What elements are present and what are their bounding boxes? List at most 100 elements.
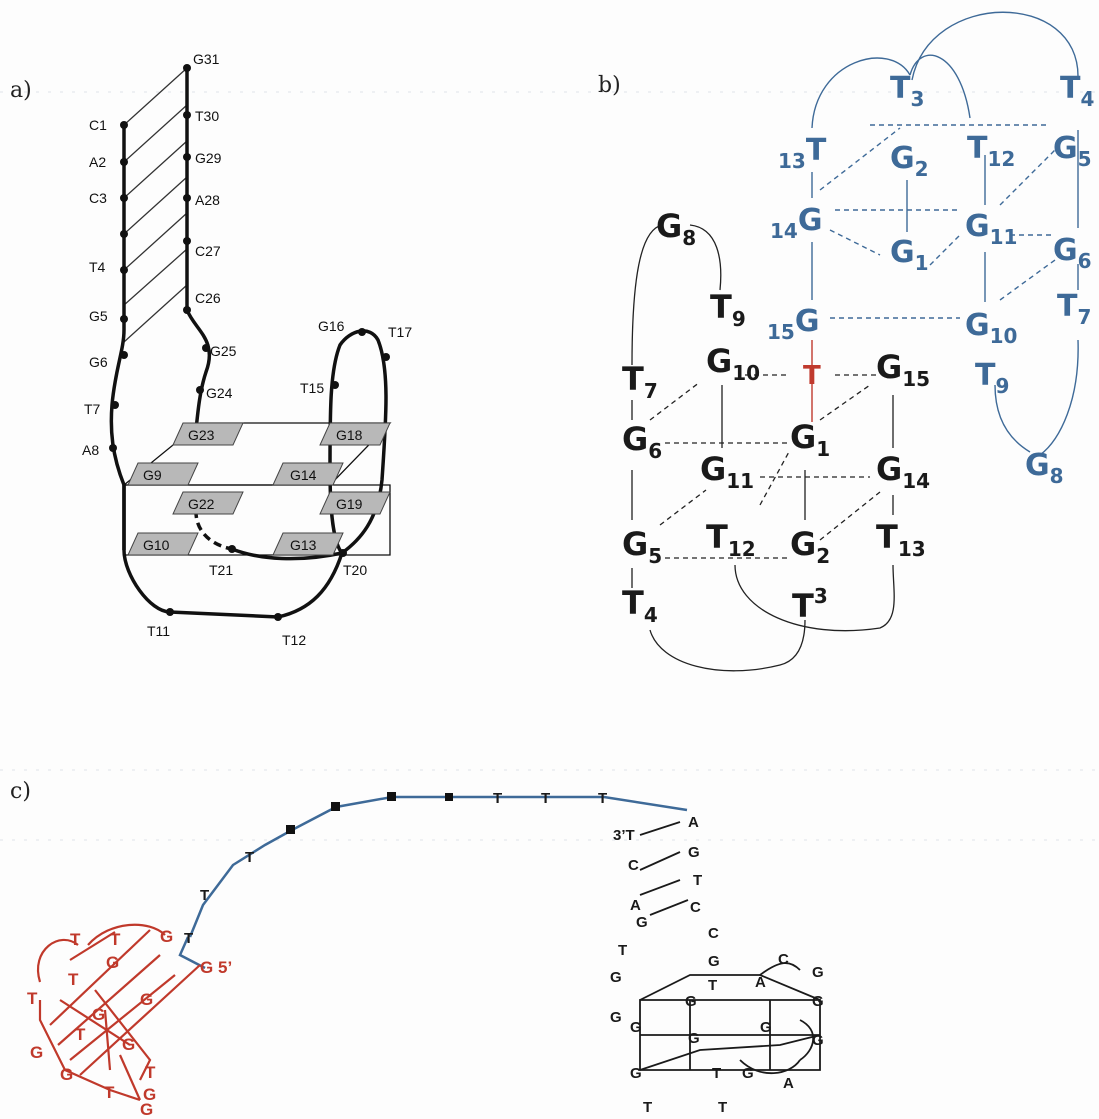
red-base: T bbox=[27, 989, 38, 1008]
three-prime-label: 3’T bbox=[613, 827, 635, 844]
node-T7: T7 bbox=[1057, 289, 1091, 329]
linker-T: T bbox=[184, 930, 193, 947]
nucleotide-label: G6 bbox=[89, 354, 108, 370]
black-base: G bbox=[688, 1030, 700, 1047]
node-G5: G5 bbox=[1053, 131, 1092, 171]
nucleotide-label: G25 bbox=[210, 343, 237, 359]
node-G1: G1 bbox=[790, 418, 830, 461]
red-base: G bbox=[122, 1035, 135, 1054]
panel-a-labels: C1 A2 C3 T4 G5 G6 T7 A8 G31 T30 G29 A28 … bbox=[82, 51, 412, 648]
nucleotide-label: G31 bbox=[193, 51, 220, 67]
black-base: C bbox=[708, 925, 719, 942]
black-base: G bbox=[636, 914, 648, 931]
nucleotide-label: T17 bbox=[388, 324, 412, 340]
black-base: T bbox=[618, 942, 627, 959]
node-G6: G6 bbox=[622, 420, 662, 463]
black-base: G bbox=[742, 1065, 754, 1082]
node-G8: G8 bbox=[656, 207, 696, 250]
red-base: G bbox=[92, 1005, 105, 1024]
panel-b-label: b) bbox=[598, 73, 621, 98]
linker-T: T bbox=[541, 790, 550, 807]
black-base: G bbox=[688, 844, 700, 861]
panel-a-duplex-hatch bbox=[123, 67, 188, 343]
nucleotide-label: C27 bbox=[195, 243, 221, 259]
node-T3: T3 bbox=[792, 584, 828, 625]
nucleotide-label: T12 bbox=[282, 632, 306, 648]
red-base: T bbox=[68, 970, 79, 989]
nucleotide-label: C26 bbox=[195, 290, 221, 306]
tetrad-label: G9 bbox=[143, 467, 162, 483]
black-base: T bbox=[643, 1099, 652, 1116]
node-G8: G8 bbox=[1025, 448, 1064, 488]
black-base: G bbox=[812, 993, 824, 1010]
nucleotide-label: A2 bbox=[89, 154, 106, 170]
node-T7: T7 bbox=[622, 360, 658, 403]
panel-b-black-labels: G8 T9 T7 G10 G15 G6 G1 G11 G14 G5 T12 G2… bbox=[622, 207, 930, 627]
panel-c-linker-letters: T T T T T T bbox=[184, 790, 607, 947]
node-G14: G14 bbox=[876, 450, 930, 493]
black-base: A bbox=[630, 897, 641, 914]
black-base: G bbox=[630, 1065, 642, 1082]
red-base: T bbox=[110, 930, 121, 949]
red-base: T bbox=[145, 1063, 156, 1082]
red-base: G bbox=[30, 1043, 43, 1062]
nucleotide-label: G29 bbox=[195, 150, 222, 166]
black-base: G bbox=[812, 1032, 824, 1049]
tetrad-label: G13 bbox=[290, 537, 317, 553]
panel-c-black-structure bbox=[639, 821, 821, 1075]
tetrad-label: G22 bbox=[188, 496, 215, 512]
red-base: G bbox=[106, 953, 119, 972]
linker-T: T bbox=[245, 849, 254, 866]
red-base: G bbox=[143, 1085, 156, 1104]
node-G2: G2 bbox=[790, 525, 830, 568]
nucleotide-label: C3 bbox=[89, 190, 107, 206]
node-T4: T4 bbox=[1060, 71, 1094, 111]
black-base: A bbox=[783, 1075, 794, 1092]
panel-b: b) bbox=[598, 11, 1094, 672]
black-base: T bbox=[708, 977, 717, 994]
node-G2: G2 bbox=[890, 141, 929, 181]
node-G11: G11 bbox=[700, 450, 754, 493]
black-base: G bbox=[760, 1019, 772, 1036]
panel-c: c) T T T T T T bbox=[10, 779, 824, 1119]
black-base: T bbox=[718, 1099, 727, 1116]
red-base: G bbox=[140, 990, 153, 1009]
node-T12: T12 bbox=[967, 131, 1015, 171]
node-T12: T12 bbox=[706, 518, 756, 561]
nucleotide-label: T30 bbox=[195, 108, 219, 124]
red-base: T bbox=[104, 1083, 115, 1102]
panel-c-linker bbox=[178, 795, 688, 970]
black-base: A bbox=[688, 814, 699, 831]
red-base: G bbox=[140, 1100, 153, 1119]
nucleotide-label: T15 bbox=[300, 380, 324, 396]
five-prime-label: 5’ bbox=[218, 958, 232, 977]
red-base: T bbox=[70, 930, 81, 949]
red-linker-T: T bbox=[803, 361, 821, 391]
nucleotide-label: A28 bbox=[195, 192, 220, 208]
linker-T: T bbox=[493, 790, 502, 807]
tetrad-label: G23 bbox=[188, 427, 215, 443]
node-T4: T4 bbox=[622, 584, 658, 627]
node-T13: T13 bbox=[876, 518, 926, 561]
black-base: T bbox=[693, 872, 702, 889]
node-G6: G6 bbox=[1053, 233, 1092, 273]
red-base: G bbox=[60, 1065, 73, 1084]
nucleotide-label: C1 bbox=[89, 117, 107, 133]
node-14G: 14G bbox=[770, 203, 822, 243]
node-15G: 15G bbox=[767, 304, 819, 344]
black-base: A bbox=[755, 974, 766, 991]
panel-b-blue-lines bbox=[811, 11, 1079, 456]
panel-a: a) bbox=[10, 51, 412, 648]
tetrad-label: G18 bbox=[336, 427, 363, 443]
nucleotide-label: G16 bbox=[318, 318, 345, 334]
nucleotide-label: T21 bbox=[209, 562, 233, 578]
node-T9: T9 bbox=[975, 358, 1009, 398]
node-G1: G1 bbox=[890, 235, 929, 275]
tetrad-label: G10 bbox=[143, 537, 170, 553]
red-base: G bbox=[200, 958, 213, 977]
linker-T: T bbox=[598, 790, 607, 807]
black-base: T bbox=[712, 1065, 721, 1082]
black-base: G bbox=[685, 993, 697, 1010]
node-T3: T3 bbox=[890, 71, 924, 111]
